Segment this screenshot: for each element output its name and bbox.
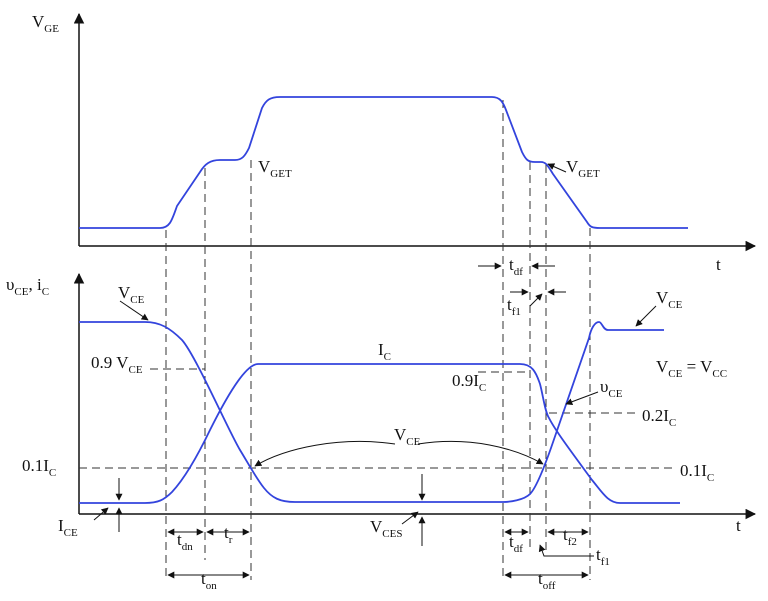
t-df-top-label: tdf [509, 255, 523, 278]
t-f2-label: tf2 [563, 525, 577, 548]
t-dn-label: tdn [177, 530, 193, 553]
vce-middle-right-arrow [417, 441, 544, 465]
point1-ic-left-label: 0.1IC [22, 456, 56, 479]
point9-vce-label: 0.9 VCE [91, 353, 143, 376]
t-top-label: t [716, 255, 721, 274]
vget-left-label: VGET [258, 157, 292, 180]
vce-top-right-pointer [635, 305, 657, 327]
vge-axis-label: VGE [32, 12, 59, 35]
ic-waveform [79, 363, 680, 504]
t-r-label: tr [224, 523, 233, 546]
vertical-guides [165, 100, 591, 580]
horizontal-guides [79, 368, 675, 469]
ice-label: ICE [58, 516, 78, 539]
vce-eq-vcc-label: VCE = VCC [656, 357, 727, 380]
point9-ic-label: 0.9IC [452, 371, 486, 394]
point1-ic-right-label: 0.1IC [680, 461, 714, 484]
vce-middle-label: VCE [394, 425, 421, 448]
t-f1-bottom-label: tf1 [596, 545, 610, 568]
vce-waveform [79, 321, 664, 503]
t-bottom-label: t [736, 516, 741, 535]
t-off-label: toff [538, 569, 556, 592]
point2-ic-label: 0.2IC [642, 406, 676, 429]
vce-top-left-pointer [119, 300, 149, 321]
vce-ic-axis-label: υCE, iC [6, 275, 49, 298]
vces-label: VCES [370, 517, 402, 540]
pointer-arrows [93, 163, 657, 546]
t-on-label: ton [201, 569, 217, 592]
vget-right-label: VGET [566, 157, 600, 180]
upsilon-ce-label: υCE [600, 377, 623, 400]
vce-top-right-label: VCE [656, 288, 683, 311]
top-axes [73, 12, 757, 252]
ic-label: IC [378, 340, 391, 363]
timing-arrows [167, 262, 594, 579]
t-f1-top-label: tf1 [507, 295, 521, 318]
vget-right-pointer [547, 163, 567, 173]
vces-pointer [401, 511, 419, 525]
ice-pointer [93, 507, 109, 521]
vge-waveform [79, 96, 688, 229]
vce-middle-left-arrow [254, 440, 396, 467]
vce-top-left-label: VCE [118, 283, 145, 306]
t-df-bottom-label: tdf [509, 532, 523, 555]
upsilon-ce-pointer [565, 391, 599, 406]
bottom-axes [73, 272, 757, 520]
